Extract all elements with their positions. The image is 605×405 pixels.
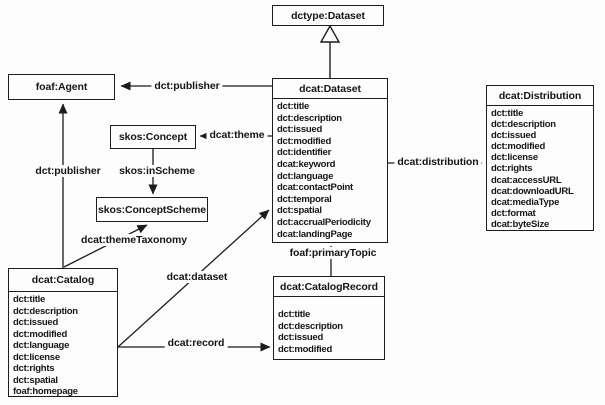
class-title: foaf:Agent — [35, 81, 88, 93]
class-title: dcat:CatalogRecord — [274, 277, 384, 297]
class-attribute: dct:modified — [491, 141, 545, 153]
class-box-skos-concept: skos:Concept — [110, 125, 196, 149]
class-attribute: dct:format — [491, 207, 536, 219]
edge-label-distribution: dcat:distribution — [394, 156, 482, 168]
edge-label-inscheme: skos:inScheme — [116, 165, 198, 177]
class-box-dcat-catalog: dcat:Catalog dct:title dct:description d… — [8, 268, 118, 397]
class-attribute: dct:license — [13, 351, 60, 363]
attribute-list: dct:title dct:description dct:issued dct… — [273, 99, 387, 240]
class-attribute: dct:title — [13, 294, 46, 305]
class-attribute: dct:issued — [277, 124, 323, 136]
class-box-skos-concept-scheme: skos:ConceptScheme — [96, 197, 208, 222]
class-attribute: dct:issued — [278, 332, 324, 344]
class-attribute: dct:identifier — [277, 147, 332, 159]
class-attribute: dct:modified — [277, 135, 331, 147]
class-attribute: dct:description — [491, 119, 556, 131]
class-attribute: dct:language — [277, 170, 334, 182]
class-attribute: dct:issued — [13, 317, 59, 328]
class-box-dcat-distribution: dcat:Distribution dct:title dct:descript… — [486, 85, 594, 231]
class-attribute: dct:accrualPeriodicity — [277, 216, 371, 228]
class-attribute: dct:license — [491, 152, 538, 164]
class-attribute: dcat:mediaType — [491, 196, 560, 208]
class-title: skos:Concept — [118, 131, 188, 143]
class-attribute: dct:rights — [491, 163, 533, 175]
edge-label-primary-topic: foaf:primaryTopic — [286, 247, 380, 259]
class-attribute: dct:language — [13, 340, 70, 351]
attribute-list: dct:title dct:description dct:issued dct… — [274, 297, 384, 355]
class-box-foaf-agent: foaf:Agent — [8, 74, 115, 100]
class-box-dcat-dataset: dcat:Dataset dct:title dct:description d… — [272, 78, 388, 243]
class-attribute: dcat:landingPage — [277, 228, 353, 240]
class-attribute: dct:title — [277, 101, 310, 112]
class-attribute: dct:issued — [491, 130, 537, 142]
class-attribute: dct:spatial — [277, 205, 322, 217]
class-attribute: dct:modified — [13, 328, 67, 340]
class-attribute: dct:description — [13, 305, 78, 317]
class-attribute: dct:description — [277, 112, 342, 124]
class-attribute: dcat:byteSize — [491, 218, 549, 230]
class-attribute: dct:temporal — [277, 193, 332, 205]
class-attribute: dct:title — [491, 108, 524, 119]
class-attribute: dct:description — [278, 320, 343, 332]
class-attribute: dcat:keyword — [277, 158, 336, 170]
class-attribute: dcat:contactPoint — [277, 182, 353, 194]
class-title: dcat:Distribution — [487, 86, 593, 106]
class-attribute: foaf:homepage — [13, 386, 78, 397]
class-attribute: dct:rights — [13, 363, 55, 374]
edge-label-theme-taxonomy: dcat:themeTaxonomy — [78, 234, 190, 246]
edge-theme-taxonomy — [63, 224, 148, 268]
class-title: skos:ConceptScheme — [98, 203, 206, 216]
edge-label-record: dcat:record — [164, 337, 228, 349]
class-title: dctype:Dataset — [291, 9, 365, 22]
class-attribute: dcat:downloadURL — [491, 185, 574, 197]
class-attribute: dct:title — [278, 309, 311, 320]
class-box-dctype-dataset: dctype:Dataset — [272, 5, 384, 26]
class-attribute: dct:modified — [278, 343, 332, 355]
generalization-triangle-icon — [319, 24, 341, 43]
attribute-list: dct:title dct:description dct:issued dct… — [487, 106, 593, 230]
edge-label-dataset: dcat:dataset — [163, 271, 231, 283]
attribute-list: dct:title dct:description dct:issued dct… — [9, 292, 117, 398]
edge-label-publisher-top: dct:publisher — [151, 80, 223, 92]
class-attribute: dcat:accessURL — [491, 174, 562, 186]
class-box-dcat-catalog-record: dcat:CatalogRecord dct:title dct:descrip… — [273, 276, 385, 360]
class-title: dcat:Dataset — [273, 79, 387, 99]
class-attribute: dct:spatial — [13, 374, 58, 386]
edge-label-publisher-left: dct:publisher — [32, 165, 104, 177]
class-title: dcat:Catalog — [9, 269, 117, 292]
edge-label-theme: dcat:theme — [206, 129, 268, 141]
